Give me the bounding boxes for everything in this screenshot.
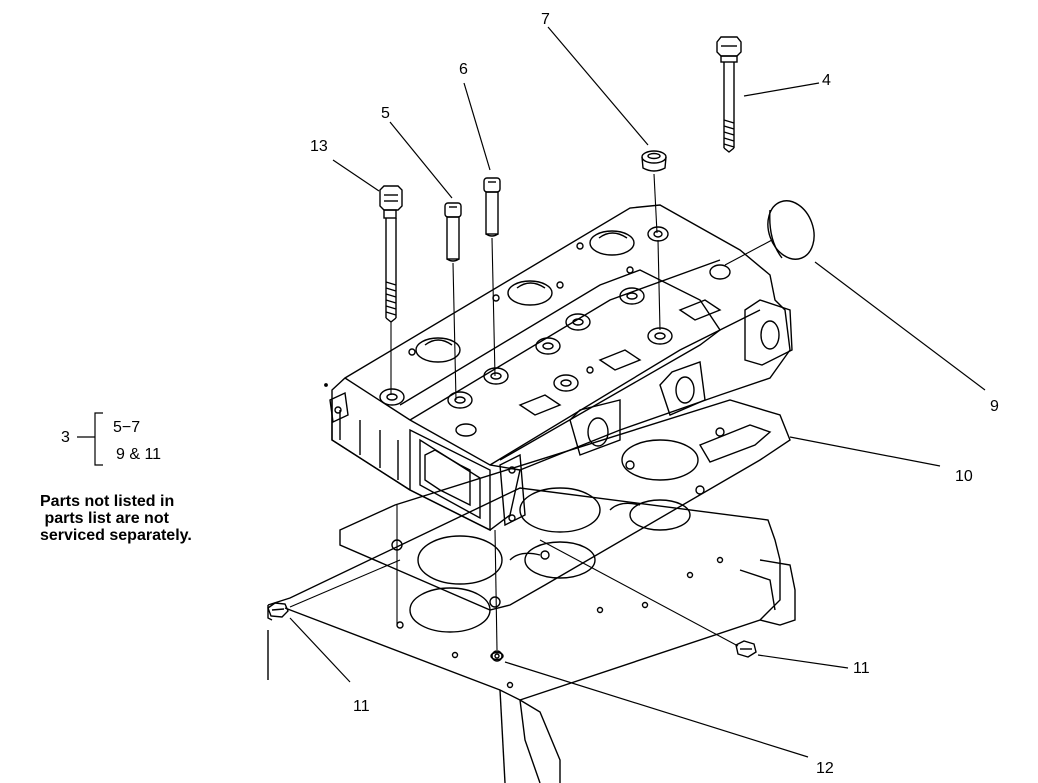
engine-block bbox=[267, 487, 796, 783]
stray-dot bbox=[324, 383, 328, 387]
callout-7: 7 bbox=[541, 11, 550, 28]
head-gasket bbox=[339, 399, 791, 611]
callout-13: 13 bbox=[310, 138, 328, 155]
callout-6: 6 bbox=[459, 61, 468, 78]
group-parent-label: 3 bbox=[61, 429, 70, 446]
service-note: Parts not listed in parts list are not s… bbox=[40, 493, 192, 544]
nut-11-left bbox=[267, 602, 289, 618]
plug-9 bbox=[767, 200, 815, 260]
callout-4: 4 bbox=[822, 72, 831, 89]
service-note-line-3: serviced separately. bbox=[40, 527, 192, 544]
cylinder-head bbox=[329, 204, 793, 532]
leader-lines bbox=[77, 26, 986, 758]
group-child-label-1: 5−7 bbox=[113, 419, 141, 436]
head-bolt-13 bbox=[379, 185, 403, 323]
group-child-label-2: 9 & 11 bbox=[116, 446, 162, 463]
valve-guide-5 bbox=[444, 202, 462, 262]
bolt-4 bbox=[716, 36, 742, 153]
service-note-line-2: parts list are not bbox=[40, 510, 169, 527]
callout-12: 12 bbox=[816, 760, 834, 777]
nut-11-right bbox=[735, 640, 757, 658]
valve-guide-6 bbox=[483, 177, 501, 237]
service-note-line-1: Parts not listed in bbox=[40, 493, 175, 510]
assembly-centerlines bbox=[289, 173, 773, 651]
callout-11-right: 11 bbox=[853, 660, 870, 677]
callout-10: 10 bbox=[955, 468, 973, 485]
cap-7 bbox=[641, 150, 667, 172]
callout-5: 5 bbox=[381, 105, 390, 122]
dowel-12 bbox=[490, 651, 504, 661]
callout-9: 9 bbox=[990, 398, 999, 415]
callout-11-left: 11 bbox=[353, 698, 370, 715]
